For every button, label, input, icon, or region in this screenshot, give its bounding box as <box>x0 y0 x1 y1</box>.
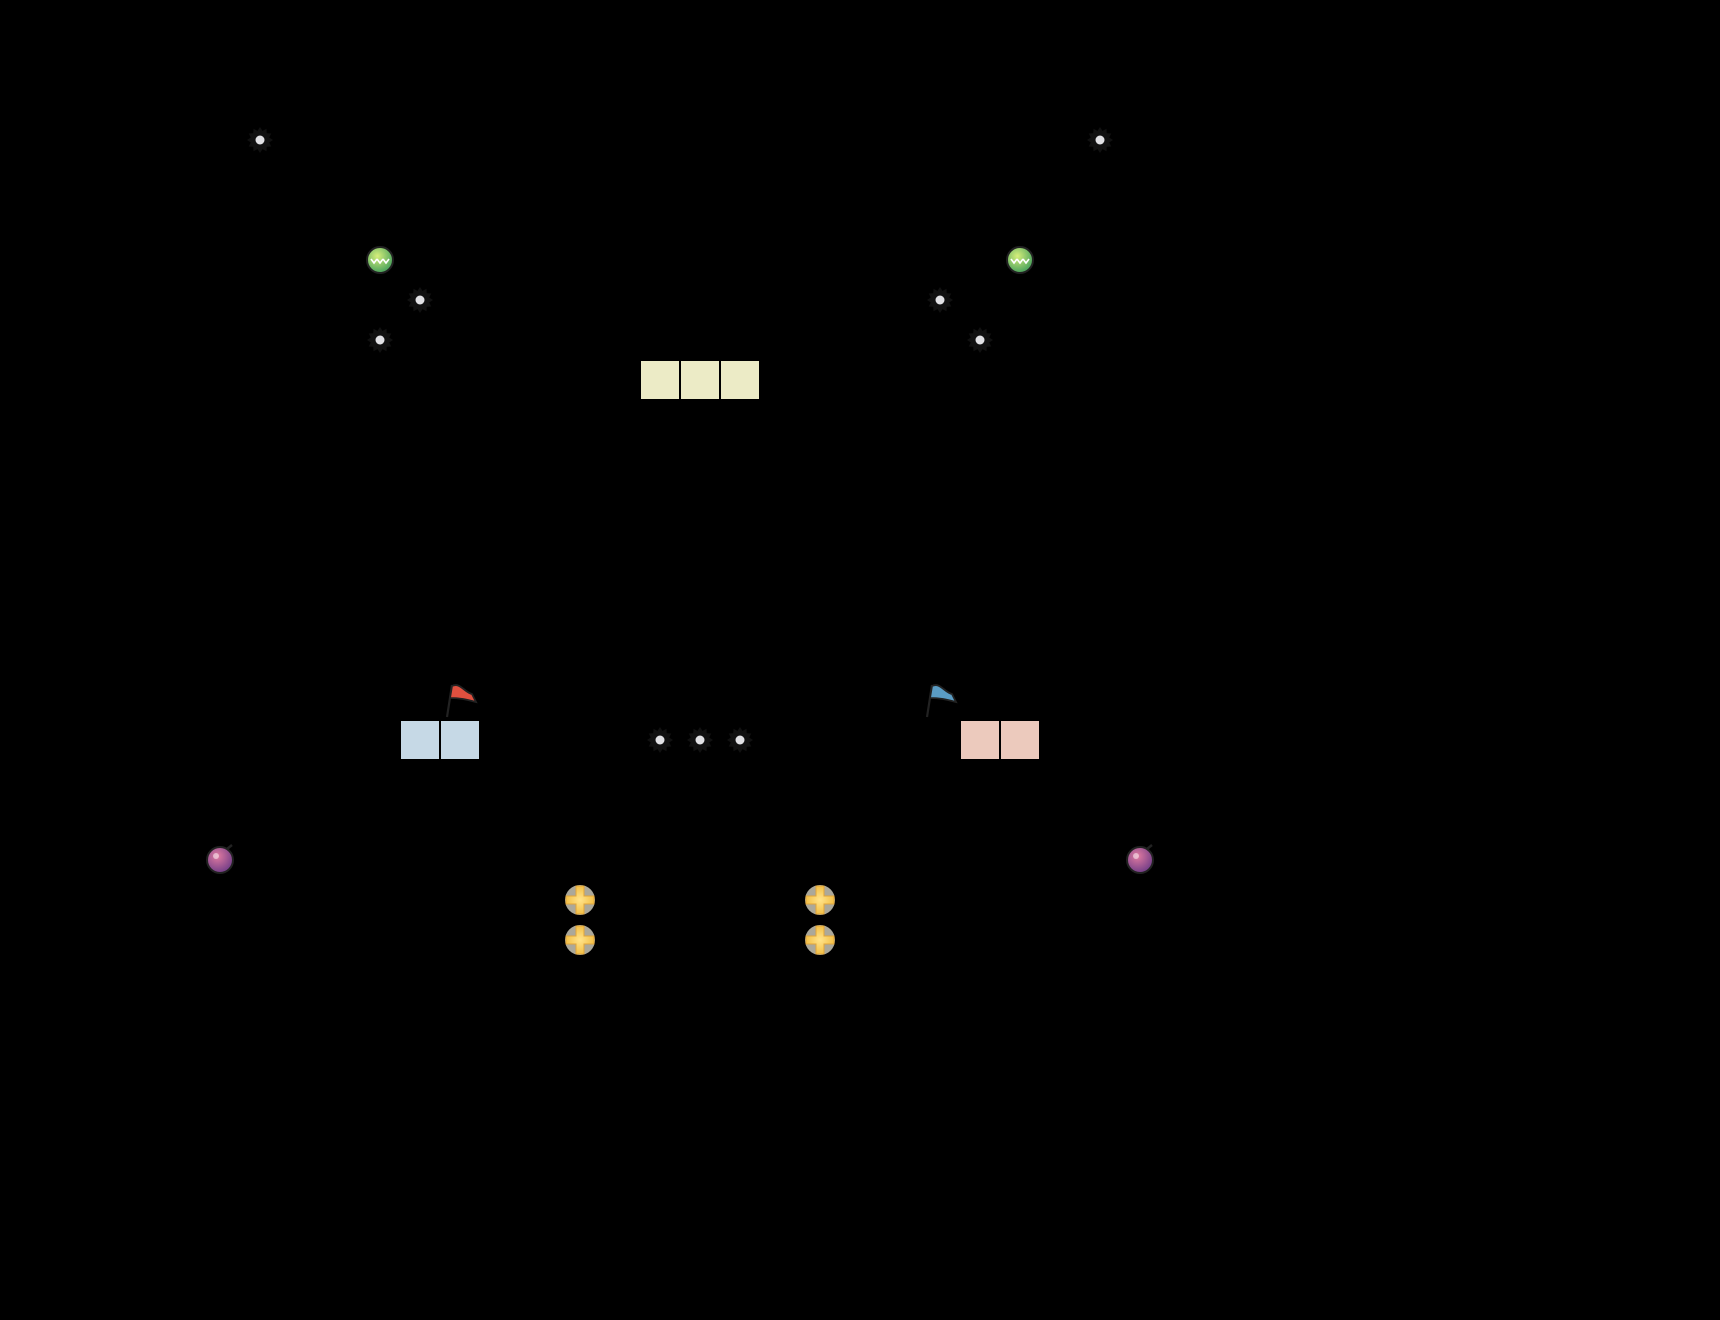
purple-potion-icon <box>1126 844 1154 874</box>
spike-gear-icon <box>247 127 273 153</box>
zone-yellow-tile <box>721 361 759 399</box>
gold-cross-coin-icon <box>565 885 595 915</box>
zone-layer <box>401 361 1039 759</box>
gold-cross-coin-icon <box>805 925 835 955</box>
spike-gear-icon <box>727 727 753 753</box>
green-orb-icon <box>366 246 394 274</box>
gold-cross-coin-icon <box>805 885 835 915</box>
zone-blue-tile <box>441 721 479 759</box>
spike-gear-icon <box>967 327 993 353</box>
item-layer <box>206 127 1154 955</box>
spike-gear-icon <box>647 727 673 753</box>
zone-peach-tile <box>961 721 999 759</box>
zone-yellow-tile <box>681 361 719 399</box>
zone-yellow-tile <box>641 361 679 399</box>
spike-gear-icon <box>367 327 393 353</box>
spike-gear-icon <box>1087 127 1113 153</box>
gold-cross-coin-icon <box>565 925 595 955</box>
zone-blue-tile <box>401 721 439 759</box>
green-orb-icon <box>1006 246 1034 274</box>
blue-flag-icon <box>925 684 958 718</box>
zone-peach-tile <box>1001 721 1039 759</box>
spike-gear-icon <box>407 287 433 313</box>
spike-gear-icon <box>927 287 953 313</box>
purple-potion-icon <box>206 844 234 874</box>
red-flag-icon <box>445 684 478 718</box>
spike-gear-icon <box>687 727 713 753</box>
